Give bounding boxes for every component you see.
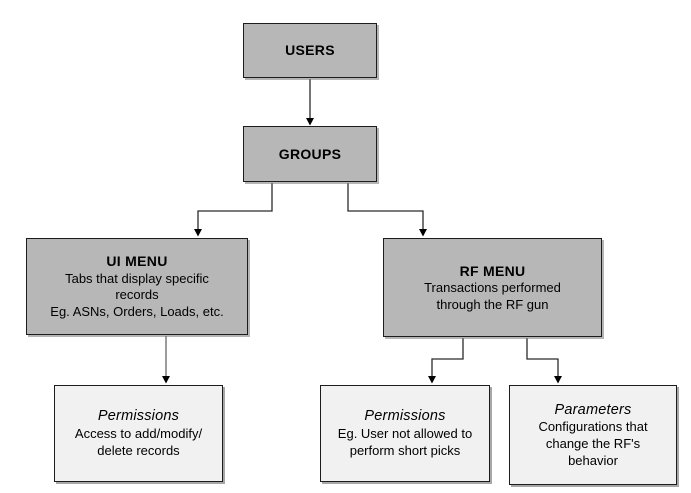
edge-ui-menu-permissions [162,336,170,384]
node-rf-menu-title: RF MENU [459,262,526,279]
node-rf-parameters-title: Parameters [554,401,632,418]
node-rf-permissions-desc-line: Eg. User not allowed to [337,426,473,442]
node-ui-menu-title: UI MENU [106,253,168,270]
node-ui-menu-desc-line: Eg. ASNs, Orders, Loads, etc. [50,303,224,319]
node-ui-permissions: Permissions Access to add/modify/ delete… [54,385,223,482]
edge-users-groups [306,79,314,126]
node-rf-parameters: Parameters Configurations that change th… [509,385,677,485]
edge-groups-ui-menu [194,183,273,237]
node-rf-menu-desc-line: Transactions performed [424,279,561,295]
node-rf-permissions-desc-line: perform short picks [349,442,461,458]
node-ui-menu-desc-line: records [115,287,159,303]
node-users: USERS [243,23,377,78]
node-rf-menu-desc-line: through the RF gun [436,296,549,312]
node-ui-menu-desc-line: Tabs that display specific [65,270,209,286]
node-rf-permissions-title: Permissions [364,408,446,425]
node-rf-menu: RF MENU Transactions performed through t… [383,238,602,337]
edge-rf-menu-permissions [428,338,464,384]
node-rf-permissions: Permissions Eg. User not allowed to perf… [320,385,490,482]
node-rf-parameters-desc-line: behavior [568,452,618,468]
node-groups: GROUPS [243,126,377,182]
node-rf-parameters-desc-line: Configurations that [538,419,648,435]
edge-rf-menu-parameters [526,338,562,384]
node-ui-permissions-title: Permissions [97,408,180,425]
node-users-title: USERS [285,42,335,59]
node-ui-permissions-desc-line: delete records [97,442,180,458]
node-groups-title: GROUPS [278,145,342,162]
node-ui-permissions-desc-line: Access to add/modify/ [74,426,203,442]
node-rf-parameters-desc-line: change the RF's [545,436,641,452]
edge-groups-rf-menu [347,183,427,237]
node-ui-menu: UI MENU Tabs that display specific recor… [26,238,248,335]
